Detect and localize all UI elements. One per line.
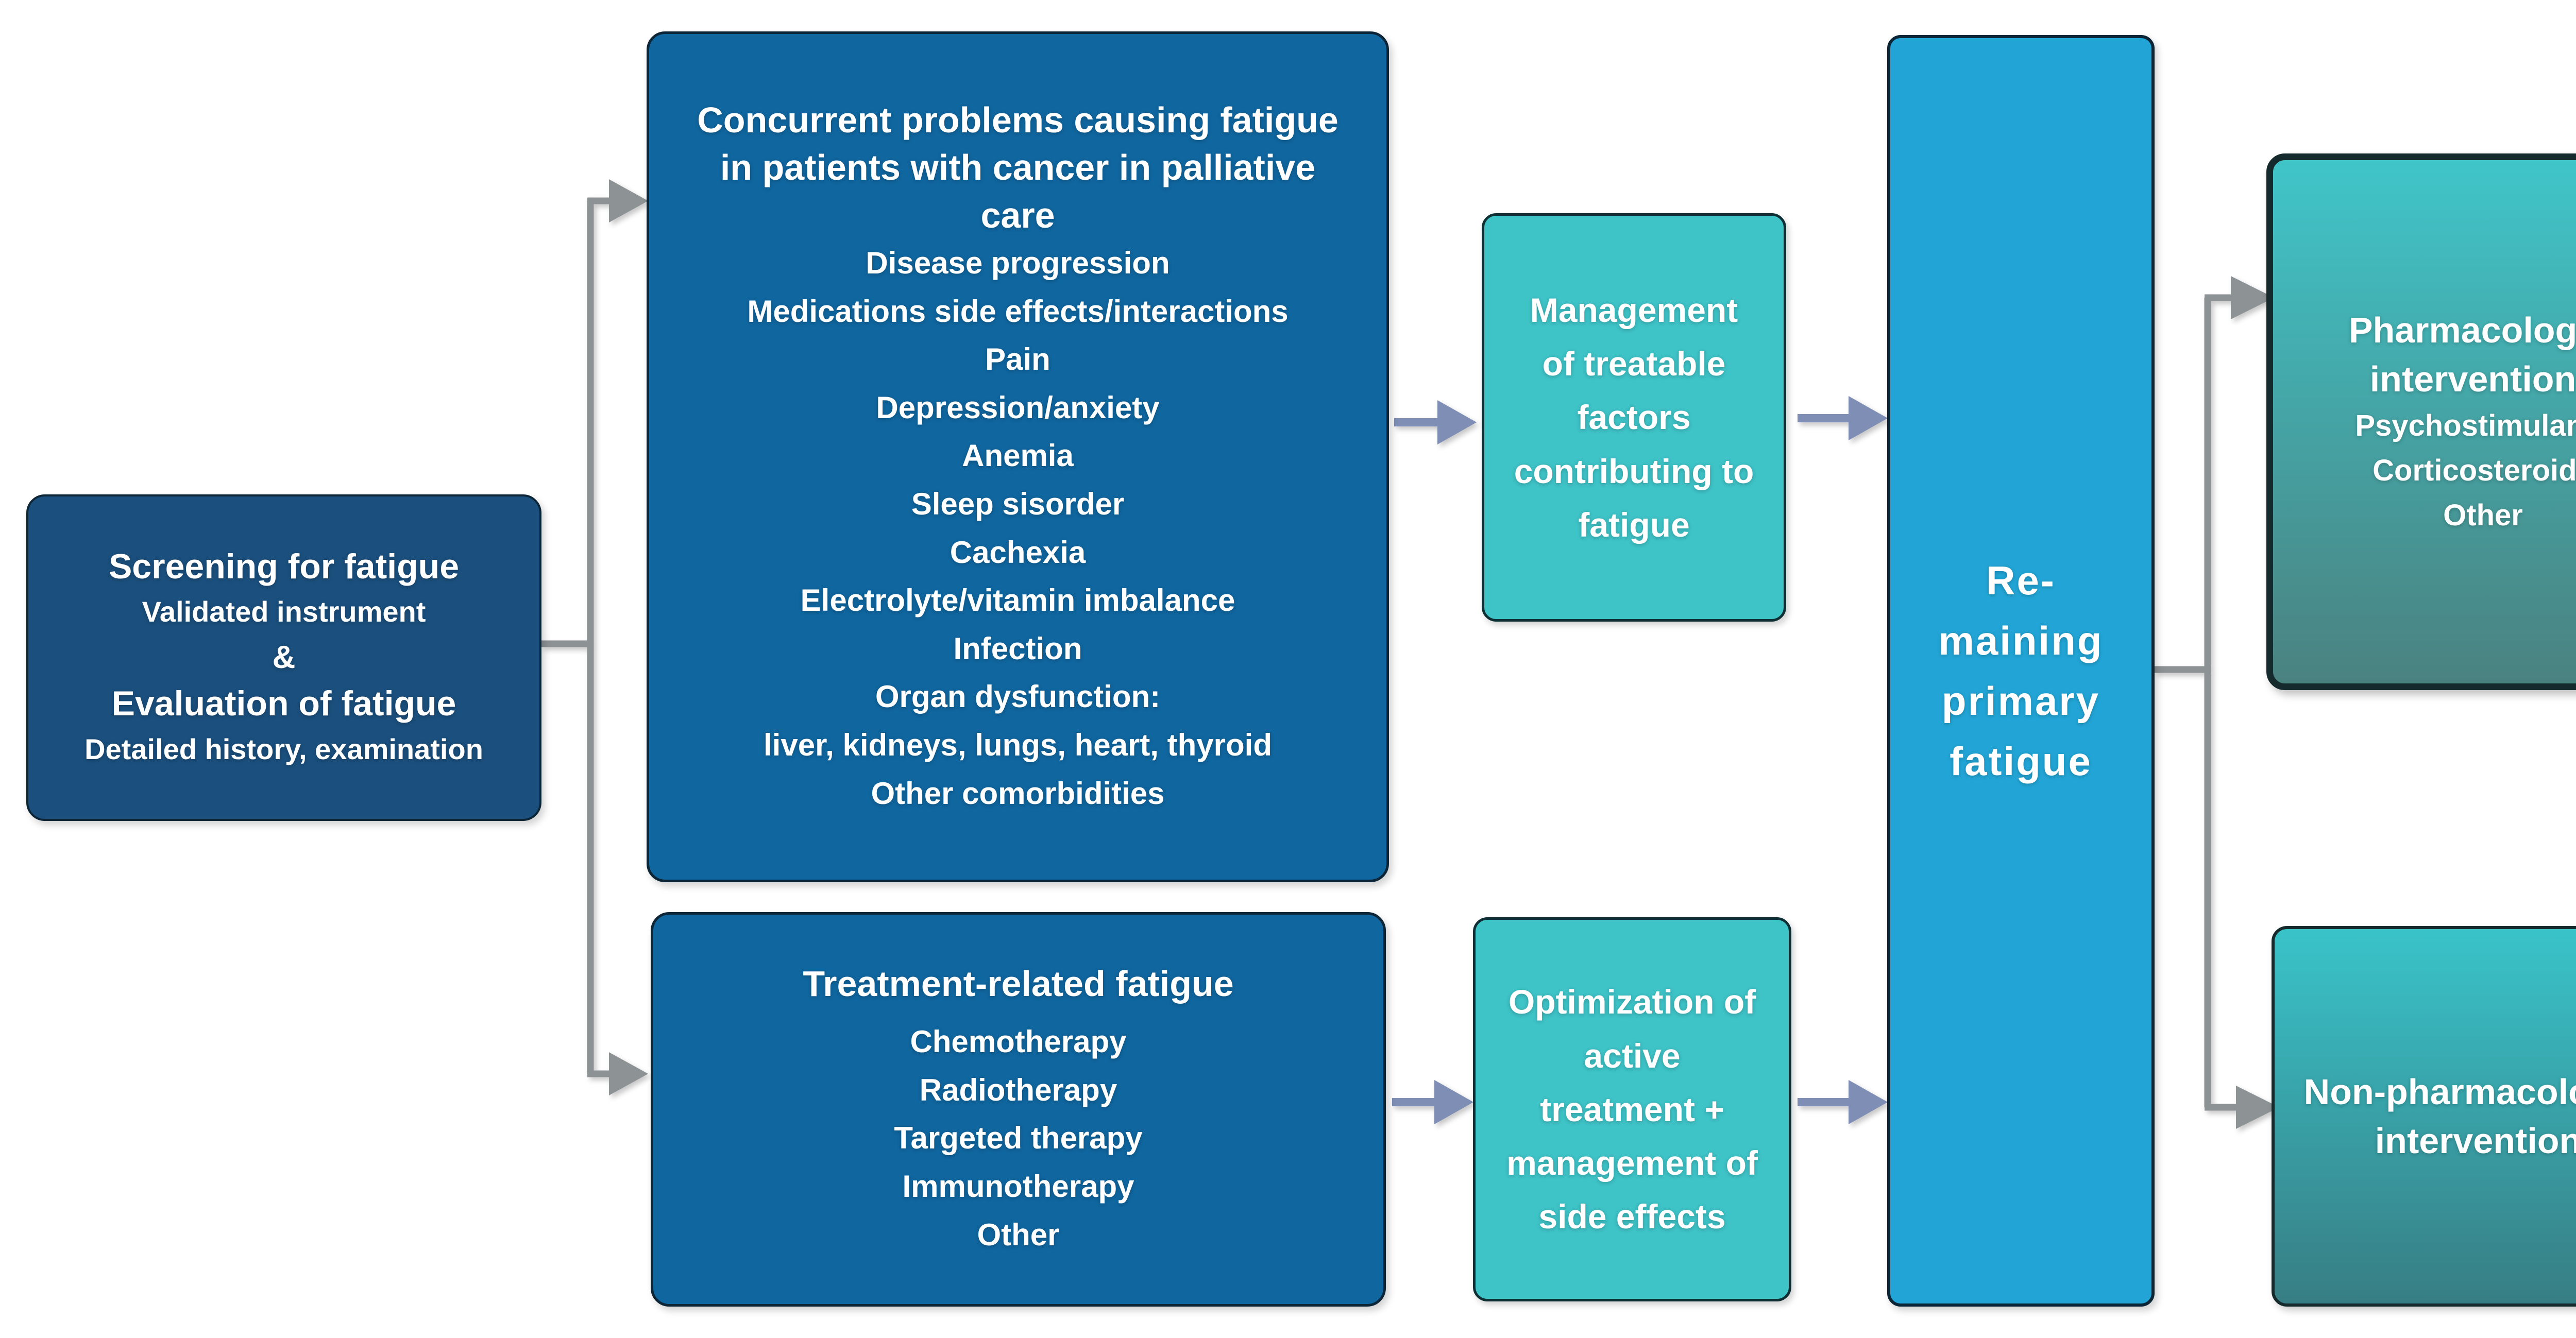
- screening-box: Screening for fatigue Validated instrume…: [26, 494, 541, 821]
- non-pharmacological-box: Non-pharmacological interventions: [2272, 926, 2576, 1307]
- concurrent-problems-box: Concurrent problems causing fatigue in p…: [647, 31, 1389, 882]
- evaluation-title: Evaluation of fatigue: [111, 683, 456, 723]
- list-item: Other: [977, 1217, 1060, 1252]
- list-item: Sleep sisorder: [911, 486, 1125, 521]
- screening-title: Screening for fatigue: [108, 546, 460, 586]
- concurrent-title: Concurrent problems causing fatigue in p…: [697, 99, 1338, 235]
- arrow-management-to-remaining: [1798, 396, 1888, 440]
- list-item: Pain: [985, 342, 1050, 377]
- remaining-primary-fatigue-box: Re- maining primary fatigue: [1887, 35, 2155, 1307]
- list-item: Other: [2443, 499, 2523, 532]
- list-item: Cachexia: [950, 535, 1086, 570]
- connector-screening-split: [541, 179, 648, 1095]
- list-item: liver, kidneys, lungs, heart, thyroid: [764, 727, 1272, 762]
- screening-sub2: Detailed history, examination: [84, 732, 483, 765]
- list-item: Chemotherapy: [910, 1024, 1127, 1059]
- treatment-related-box: Treatment-related fatigue Chemotherapy R…: [651, 912, 1386, 1307]
- concurrent-item-list: Disease progression Medications side eff…: [747, 239, 1288, 817]
- list-item: Radiotherapy: [919, 1072, 1117, 1107]
- optimization-box: Optimization of active treatment + manag…: [1473, 917, 1791, 1301]
- list-item: Infection: [953, 631, 1082, 666]
- list-item: Disease progression: [866, 246, 1170, 281]
- list-item: Targeted therapy: [894, 1121, 1143, 1156]
- list-item: Medications side effects/interactions: [747, 294, 1289, 329]
- list-item: Other comorbidities: [871, 776, 1165, 811]
- list-item: Corticosteroids: [2372, 454, 2576, 487]
- list-item: Immunotherapy: [902, 1169, 1134, 1204]
- treatment-item-list: Chemotherapy Radiotherapy Targeted thera…: [894, 1018, 1142, 1259]
- list-item: Organ dysfunction:: [875, 679, 1161, 714]
- treatment-title: Treatment-related fatigue: [803, 963, 1234, 1004]
- arrowhead-to-concurrent: [609, 179, 648, 222]
- list-item: Psychostimulants: [2355, 409, 2576, 442]
- arrowhead-to-treatment: [609, 1052, 648, 1095]
- management-box: Management of treatable factors contribu…: [1482, 213, 1786, 622]
- arrow-optimization-to-remaining: [1798, 1080, 1888, 1124]
- screening-ampersand: &: [272, 640, 296, 676]
- list-item: Electrolyte/vitamin imbalance: [800, 583, 1235, 618]
- pharmacological-box: Pharmacologial interventions Psychostimu…: [2266, 153, 2576, 690]
- arrow-concurrent-to-management: [1394, 400, 1477, 444]
- arrow-treatment-to-optimization: [1392, 1080, 1473, 1124]
- pharmacological-item-list: Psychostimulants Corticosteroids Other: [2355, 403, 2576, 538]
- list-item: Anemia: [962, 438, 1074, 473]
- connector-remaining-split: [2155, 276, 2279, 1129]
- screening-sub1: Validated instrument: [142, 595, 426, 628]
- pharmacological-title: Pharmacologial interventions: [2348, 310, 2576, 399]
- list-item: Depression/anxiety: [876, 390, 1160, 425]
